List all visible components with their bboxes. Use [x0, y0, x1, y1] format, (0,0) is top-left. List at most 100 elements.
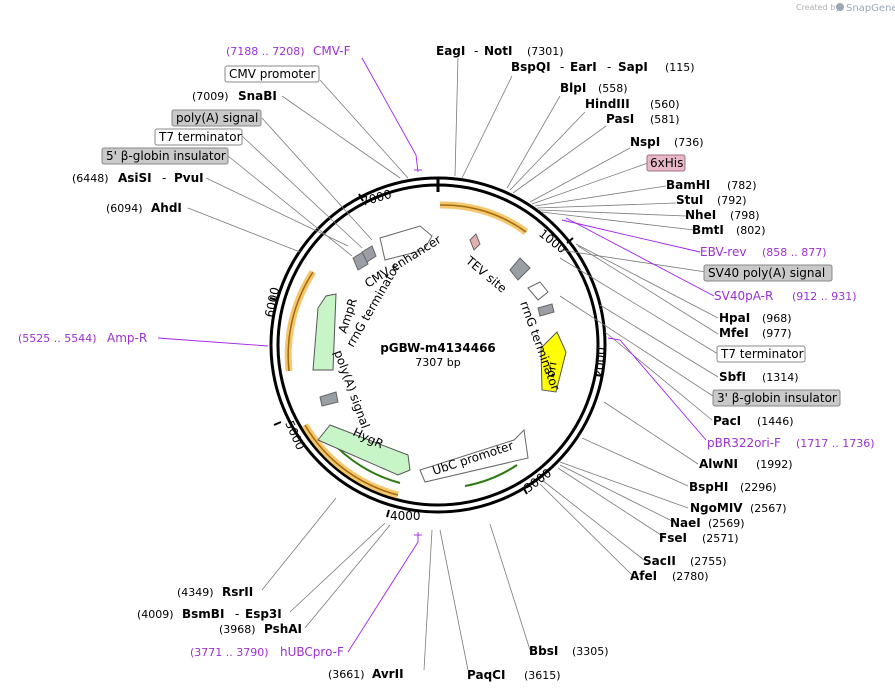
- site-bbsi[interactable]: BbsI: [529, 644, 558, 658]
- site-bbsi-position: (3305): [572, 645, 609, 658]
- site-mfei[interactable]: MfeI: [719, 326, 749, 340]
- primer-cmvf-position: (7188 .. 7208): [226, 45, 305, 58]
- site-blpi-position: (558): [598, 82, 628, 95]
- site-hindiii-position: (560): [650, 98, 680, 111]
- primer-ampr[interactable]: Amp-R: [107, 331, 147, 345]
- site-fsei-position: (2571): [702, 532, 739, 545]
- inner-features: [312, 225, 567, 483]
- site-bsphi-position: (2296): [740, 481, 777, 494]
- primer-hubcpro-f[interactable]: hUBCpro-F: [280, 645, 344, 659]
- separator: -: [474, 44, 478, 58]
- backbone: [269, 176, 607, 514]
- site-bsphi[interactable]: BspHI: [689, 480, 728, 494]
- site-alwni-position: (1992): [756, 458, 793, 471]
- tick-2000: 2000: [592, 347, 609, 379]
- site-afei[interactable]: AfeI: [630, 569, 657, 583]
- site-bamhi-position: (782): [727, 179, 757, 192]
- brand-name: SnapGene: [846, 3, 895, 14]
- separator: -: [607, 60, 611, 74]
- site-rsrii[interactable]: RsrII: [222, 585, 253, 599]
- feature-6xhis[interactable]: 6xHis: [650, 156, 683, 170]
- site-avrii-position: (3661): [328, 668, 365, 681]
- site-rsrii-position: (4349): [177, 586, 214, 599]
- site-nspi[interactable]: NspI: [630, 135, 660, 149]
- primer-ebv-rev[interactable]: EBV-rev: [700, 245, 746, 259]
- primer-cmvf[interactable]: CMV-F: [313, 44, 351, 58]
- site-esp3i[interactable]: Esp3I: [245, 607, 282, 621]
- site-pshai[interactable]: PshAI: [264, 622, 302, 636]
- separator: -: [235, 607, 239, 621]
- site-naei[interactable]: NaeI: [670, 516, 701, 530]
- primer-ampr-position: (5525 .. 5544): [18, 332, 97, 345]
- site-eagi[interactable]: EagI: [436, 44, 465, 58]
- site-stui-position: (792): [717, 194, 747, 207]
- feature-box-5-beta-globin: [101, 147, 229, 165]
- site-bsmbi[interactable]: BsmBI: [182, 607, 224, 621]
- leader-lines: [157, 57, 719, 671]
- site-asisi-position: (6448): [72, 172, 109, 185]
- tick-4000: 4000: [390, 509, 421, 523]
- site-eari[interactable]: EarI: [570, 60, 597, 74]
- site-bmti-position: (802): [736, 224, 766, 237]
- site-sapi-position: (115): [665, 61, 695, 74]
- primer-sv40pa-r[interactable]: SV40pA-R: [714, 289, 773, 303]
- site-avrii[interactable]: AvrII: [372, 667, 404, 681]
- site-pasi[interactable]: PasI: [606, 112, 634, 126]
- feature-tev-site: TEV site: [462, 253, 509, 296]
- primer-hubcpro-f-position: (3771 .. 3790): [190, 646, 269, 659]
- feature-sv40-polya[interactable]: SV40 poly(A) signal: [708, 266, 825, 280]
- site-bmti[interactable]: BmtI: [692, 223, 724, 237]
- site-paqci-position: (3615): [524, 669, 561, 682]
- site-sapi[interactable]: SapI: [618, 60, 648, 74]
- site-hindiii[interactable]: HindIII: [585, 97, 630, 111]
- site-afei-position: (2780): [672, 570, 709, 583]
- tick-6000: 6000: [262, 286, 282, 319]
- feature-box-polya-signal: [171, 109, 262, 127]
- feature-t7-terminator-right[interactable]: T7 terminator: [720, 347, 804, 361]
- plasmid-size: 7307 bp: [415, 356, 460, 369]
- site-pvui[interactable]: PvuI: [174, 171, 204, 185]
- site-blpi[interactable]: BlpI: [560, 81, 586, 95]
- credit-text: Created by: [796, 3, 840, 12]
- site-alwni[interactable]: AlwNI: [699, 457, 738, 471]
- feature-box-6xhis: [646, 154, 686, 172]
- site-snabi[interactable]: SnaBI: [238, 89, 277, 103]
- feature-box-3-beta-globin: [712, 389, 841, 407]
- site-paqci[interactable]: PaqCI: [467, 668, 505, 682]
- site-sbfi-position: (1314): [762, 371, 799, 384]
- feature-polya-signal: poly(A) signal: [331, 348, 372, 430]
- site-nhei[interactable]: NheI: [685, 208, 716, 222]
- site-sbfi[interactable]: SbfI: [719, 370, 746, 384]
- site-bspqi[interactable]: BspQI: [511, 60, 551, 74]
- site-snabi-position: (7009): [192, 90, 229, 103]
- site-noti[interactable]: NotI: [484, 44, 513, 58]
- site-asisi[interactable]: AsiSI: [118, 171, 152, 185]
- orf-arcs: [284, 201, 529, 499]
- site-ngomiv[interactable]: NgoMIV: [690, 501, 743, 515]
- feature-t7-terminator[interactable]: T7 terminator: [158, 130, 242, 144]
- site-fsei[interactable]: FseI: [659, 531, 687, 545]
- feature-5-beta-globin[interactable]: 5' β-globin insulator: [106, 149, 226, 163]
- primer-pbr322ori-f-position: (1717 .. 1736): [796, 437, 875, 450]
- site-sacii[interactable]: SacII: [643, 554, 676, 568]
- site-naei-position: (2569): [708, 517, 745, 530]
- site-ahdi[interactable]: AhdI: [151, 201, 182, 215]
- site-ngomiv-position: (2567): [750, 502, 787, 515]
- feature-box-t7-terminator: [154, 128, 243, 146]
- site-pasi-position: (581): [650, 113, 680, 126]
- feature-3-beta-globin[interactable]: 3' β-globin insulator: [717, 391, 837, 405]
- separator: -: [162, 171, 166, 185]
- site-hpai-position: (968): [762, 312, 792, 325]
- site-hpai[interactable]: HpaI: [719, 311, 750, 325]
- site-paci[interactable]: PacI: [713, 414, 741, 428]
- site-bsmbi-position: (4009): [137, 608, 174, 621]
- site-stui[interactable]: StuI: [676, 193, 703, 207]
- site-ahdi-position: (6094): [106, 202, 143, 215]
- feature-polya-signal-label[interactable]: poly(A) signal: [176, 111, 258, 125]
- site-paci-position: (1446): [757, 415, 794, 428]
- tick-7000: 7000: [360, 187, 393, 209]
- feature-cmv-promoter[interactable]: CMV promoter: [229, 67, 316, 81]
- primer-pbr322ori-f[interactable]: pBR322ori-F: [707, 436, 781, 450]
- site-bamhi[interactable]: BamHI: [666, 178, 710, 192]
